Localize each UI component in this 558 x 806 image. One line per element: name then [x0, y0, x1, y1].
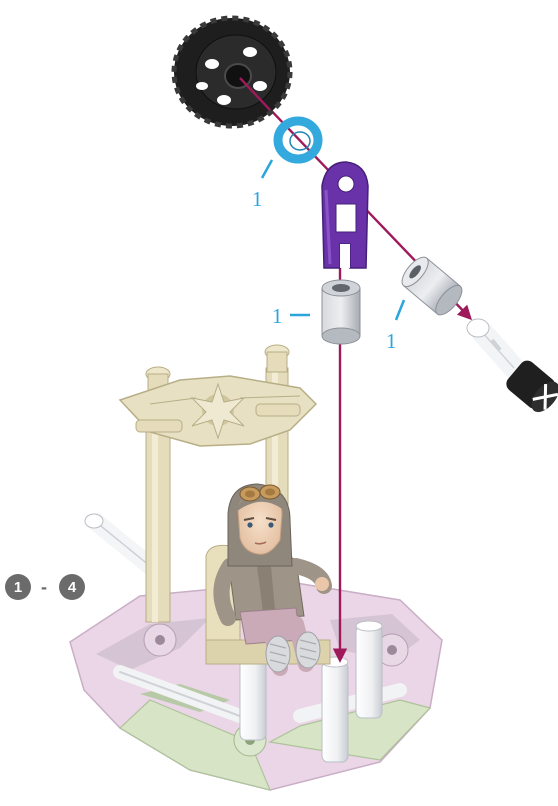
step-from-badge: 1 [14, 579, 22, 596]
step-range: 1 - 4 [5, 574, 85, 600]
end-cap-icon [466, 318, 558, 413]
blue-ring-icon [273, 116, 323, 164]
tire-icon [171, 15, 293, 129]
step-to-badge: 4 [68, 579, 77, 596]
tube-qty-callout: 1 [386, 299, 406, 353]
figure-icon [205, 483, 332, 676]
step-separator: - [41, 577, 47, 597]
ring-qty-callout: 1 [252, 159, 274, 211]
purple-clip-icon [321, 161, 369, 269]
spacer-qty-label: 1 [272, 304, 283, 328]
tube-qty-label: 1 [386, 329, 397, 353]
grey-spacer-icon [321, 279, 361, 345]
silver-spacer-icon [401, 256, 463, 316]
spacer-qty-callout: 1 [272, 304, 310, 328]
front-posts [239, 620, 383, 763]
ring-qty-label: 1 [252, 187, 263, 211]
rod-icon [84, 513, 159, 575]
